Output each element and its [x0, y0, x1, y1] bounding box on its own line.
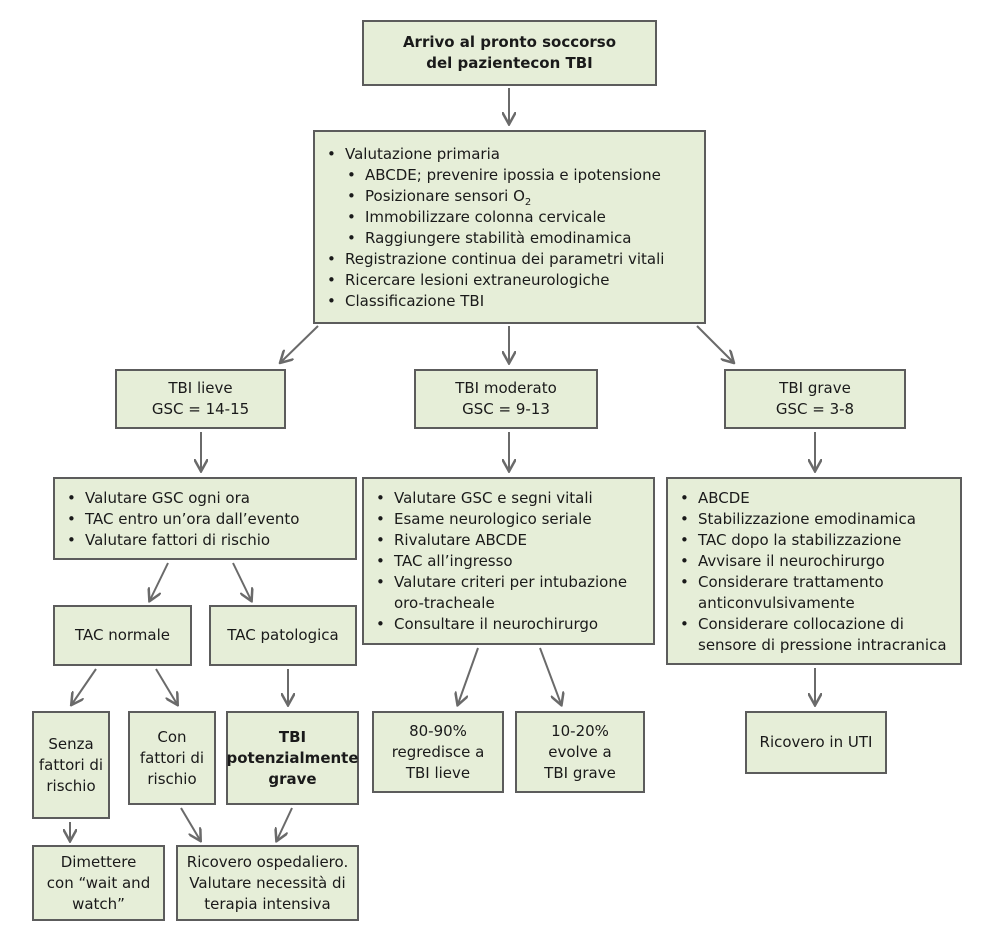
mild-action-item: TAC entro un’ora dall’evento	[65, 509, 345, 530]
regress-line-1: 80-90%	[409, 721, 467, 740]
severe-action-item: TAC dopo la stabilizzazione	[678, 530, 950, 551]
discharge-box: Dimettere con “wait and watch”	[32, 845, 165, 921]
start-line-2: del pazientecon TBI	[426, 54, 593, 72]
hospital-line-3: terapia intensiva	[204, 894, 331, 913]
moderate-tbi-box: TBI moderato GSC = 9-13	[414, 369, 598, 429]
mild-action-item: Valutare fattori di rischio	[65, 530, 345, 551]
regress-line-2: regredisce a	[391, 742, 485, 761]
tac-pathologic-label: TAC patologica	[227, 626, 339, 644]
primary-list: Valutazione primaria ABCDE; prevenire ip…	[325, 144, 694, 312]
no-risk-line-2: fattori di	[38, 755, 104, 774]
regress-line-3: TBI lieve	[405, 763, 471, 782]
discharge-line-3: watch”	[72, 894, 125, 913]
severe-action-item: Considerare trattamento anticonvulsivame…	[678, 572, 950, 614]
evolve-line-2: evolve a	[548, 742, 612, 761]
moderate-action-item: Valutare GSC e segni vitali	[374, 488, 643, 509]
severe-gsc: GSC = 3-8	[775, 400, 855, 418]
evolve-line-3: TBI grave	[544, 763, 616, 782]
mild-actions-box: Valutare GSC ogni ora TAC entro un’ora d…	[53, 477, 357, 560]
tac-pathologic-box: TAC patologica	[209, 605, 357, 666]
hospital-line-1: Ricovero ospedaliero.	[186, 852, 349, 871]
arrow-severe-to-hospital	[277, 807, 293, 840]
potentially-severe-line-1: TBI	[278, 727, 307, 746]
primary-subitem: Posizionare sensori O2	[345, 186, 694, 208]
primary-item: Valutazione primaria ABCDE; prevenire ip…	[325, 144, 694, 249]
no-risk-line-3: rischio	[46, 776, 96, 795]
potentially-severe-box: TBI potenzialmente grave	[226, 711, 359, 805]
mild-tbi-box: TBI lieve GSC = 14-15	[115, 369, 286, 429]
icu-label: Ricovero in UTI	[759, 733, 873, 751]
hospital-line-2: Valutare necessità di	[189, 873, 346, 892]
arrow-mild-actions-to-tac-pathologic	[232, 562, 251, 600]
arrow-tac-normal-to-with-risk	[155, 668, 177, 704]
no-risk-line-1: Senza	[48, 734, 94, 753]
primary-sublist: ABCDE; prevenire ipossia e ipotensione P…	[345, 165, 694, 249]
primary-subitem: ABCDE; prevenire ipossia e ipotensione	[345, 165, 694, 186]
regress-box: 80-90% regredisce a TBI lieve	[372, 711, 504, 793]
arrow-primary-to-severe	[696, 325, 733, 362]
evolve-line-1: 10-20%	[551, 721, 609, 740]
moderate-action-item: Esame neurologico seriale	[374, 509, 643, 530]
no-risk-box: Senza fattori di rischio	[32, 711, 110, 819]
severe-tbi-box: TBI grave GSC = 3-8	[724, 369, 906, 429]
moderate-actions-list: Valutare GSC e segni vitali Esame neurol…	[374, 488, 643, 635]
primary-subitem-text: Posizionare sensori O	[365, 187, 525, 205]
arrow-mild-actions-to-tac-normal	[150, 562, 169, 600]
arrow-primary-to-mild	[281, 325, 319, 362]
primary-item-label: Valutazione primaria	[345, 145, 500, 163]
hospital-box: Ricovero ospedaliero. Valutare necessità…	[176, 845, 359, 921]
arrow-moderate-to-regress	[458, 647, 479, 704]
moderate-gsc: GSC = 9-13	[462, 400, 550, 418]
icu-box: Ricovero in UTI	[745, 711, 887, 774]
mild-action-item: Valutare GSC ogni ora	[65, 488, 345, 509]
mild-title: TBI lieve	[168, 379, 233, 397]
start-box: Arrivo al pronto soccorso del pazienteco…	[362, 20, 657, 86]
moderate-action-item: Consultare il neurochirurgo	[374, 614, 643, 635]
severe-title: TBI grave	[779, 379, 851, 397]
discharge-line-1: Dimettere	[60, 852, 137, 871]
moderate-title: TBI moderato	[455, 379, 557, 397]
discharge-line-2: con “wait and	[46, 873, 151, 892]
with-risk-box: Con fattori di rischio	[128, 711, 216, 805]
moderate-action-item: TAC all’ingresso	[374, 551, 643, 572]
primary-item: Ricercare lesioni extraneurologiche	[325, 270, 694, 291]
primary-item: Registrazione continua dei parametri vit…	[325, 249, 694, 270]
with-risk-line-1: Con	[157, 727, 187, 746]
severe-action-item: Considerare collocazione di sensore di p…	[678, 614, 950, 656]
primary-subitem: Immobilizzare colonna cervicale	[345, 207, 694, 228]
severe-action-item: Stabilizzazione emodinamica	[678, 509, 950, 530]
with-risk-line-3: rischio	[147, 769, 197, 788]
evolve-box: 10-20% evolve a TBI grave	[515, 711, 645, 793]
arrow-tac-normal-to-no-risk	[72, 668, 97, 704]
oxygen-subscript: 2	[524, 197, 532, 208]
primary-subitem: Raggiungere stabilità emodinamica	[345, 228, 694, 249]
start-line-1: Arrivo al pronto soccorso	[402, 33, 617, 51]
severe-actions-list: ABCDE Stabilizzazione emodinamica TAC do…	[678, 488, 950, 656]
potentially-severe-line-2: potenzialmente	[226, 748, 359, 767]
moderate-action-item: Valutare criteri per intubazione oro-tra…	[374, 572, 643, 614]
tac-normal-label: TAC normale	[74, 626, 171, 644]
severe-action-item: Avvisare il neurochirurgo	[678, 551, 950, 572]
moderate-action-item: Rivalutare ABCDE	[374, 530, 643, 551]
arrow-moderate-to-evolve	[539, 647, 561, 704]
with-risk-line-2: fattori di	[139, 748, 205, 767]
primary-item: Classificazione TBI	[325, 291, 694, 312]
arrow-with-risk-to-hospital	[180, 807, 200, 840]
mild-actions-list: Valutare GSC ogni ora TAC entro un’ora d…	[65, 488, 345, 551]
severe-action-item: ABCDE	[678, 488, 950, 509]
potentially-severe-line-3: grave	[268, 769, 317, 788]
tac-normal-box: TAC normale	[53, 605, 192, 666]
mild-gsc: GSC = 14-15	[151, 400, 250, 418]
moderate-actions-box: Valutare GSC e segni vitali Esame neurol…	[362, 477, 655, 645]
severe-actions-box: ABCDE Stabilizzazione emodinamica TAC do…	[666, 477, 962, 665]
primary-assessment-box: Valutazione primaria ABCDE; prevenire ip…	[313, 130, 706, 324]
